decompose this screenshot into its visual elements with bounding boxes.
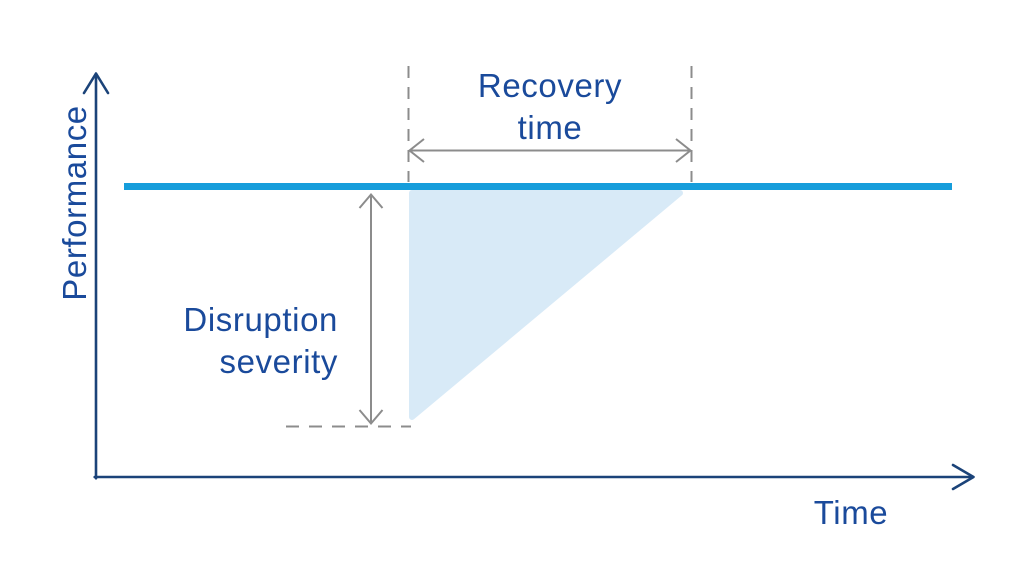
arrow-right-head-icon — [675, 138, 693, 163]
recovery-time-arrow — [407, 138, 693, 163]
recovery-time-label-line1: Recovery — [478, 67, 622, 104]
disruption-severity-label-line1: Disruption — [183, 301, 338, 338]
disruption-severity-label-line2: severity — [220, 343, 339, 380]
disruption-severity-arrow — [358, 192, 384, 426]
x-axis-arrowhead-icon — [951, 463, 975, 491]
y-axis-arrowhead-icon — [82, 72, 110, 95]
arrow-left-head-icon — [407, 138, 425, 163]
arrow-down-head-icon — [358, 409, 384, 426]
x-axis-label: Time — [814, 494, 889, 531]
disruption-region-triangle — [409, 190, 683, 420]
recovery-time-label-line2: time — [518, 109, 583, 146]
axes — [82, 72, 975, 491]
y-axis-label: Performance — [56, 105, 93, 301]
arrow-up-head-icon — [358, 192, 384, 209]
